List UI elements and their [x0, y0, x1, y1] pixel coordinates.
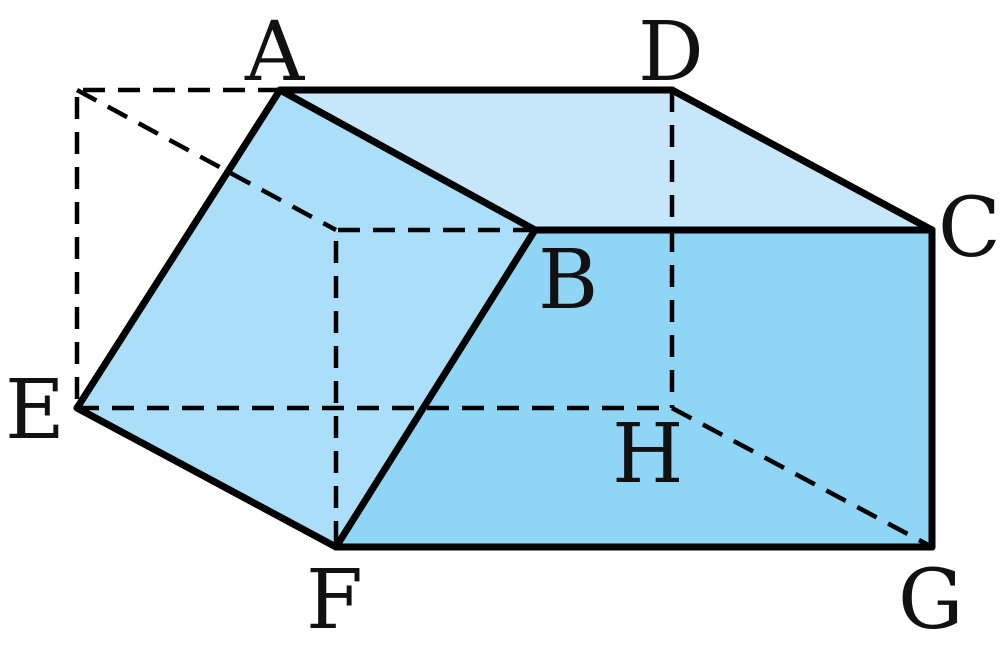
label-G: G	[898, 553, 964, 648]
label-A: A	[244, 5, 306, 100]
hidden-edges	[74, 87, 934, 549]
dashed-edge-HG	[670, 406, 934, 549]
visible-edges	[73, 86, 936, 551]
label-C: C	[938, 181, 1001, 276]
edge-AE	[73, 86, 284, 412]
vertex-labels: A D C B E H F G	[5, 5, 1001, 648]
face-ABFE	[77, 90, 535, 547]
edge-EF	[73, 404, 340, 551]
edge-AB	[276, 86, 539, 234]
edge-DC	[668, 86, 936, 234]
label-D: D	[638, 5, 704, 100]
label-F: F	[306, 553, 363, 648]
dashed-diagonal-top	[75, 88, 338, 232]
face-ABCD	[280, 90, 932, 230]
label-E: E	[5, 363, 65, 458]
edge-BF	[332, 226, 539, 551]
label-B: B	[538, 233, 598, 328]
label-H: H	[612, 407, 684, 502]
